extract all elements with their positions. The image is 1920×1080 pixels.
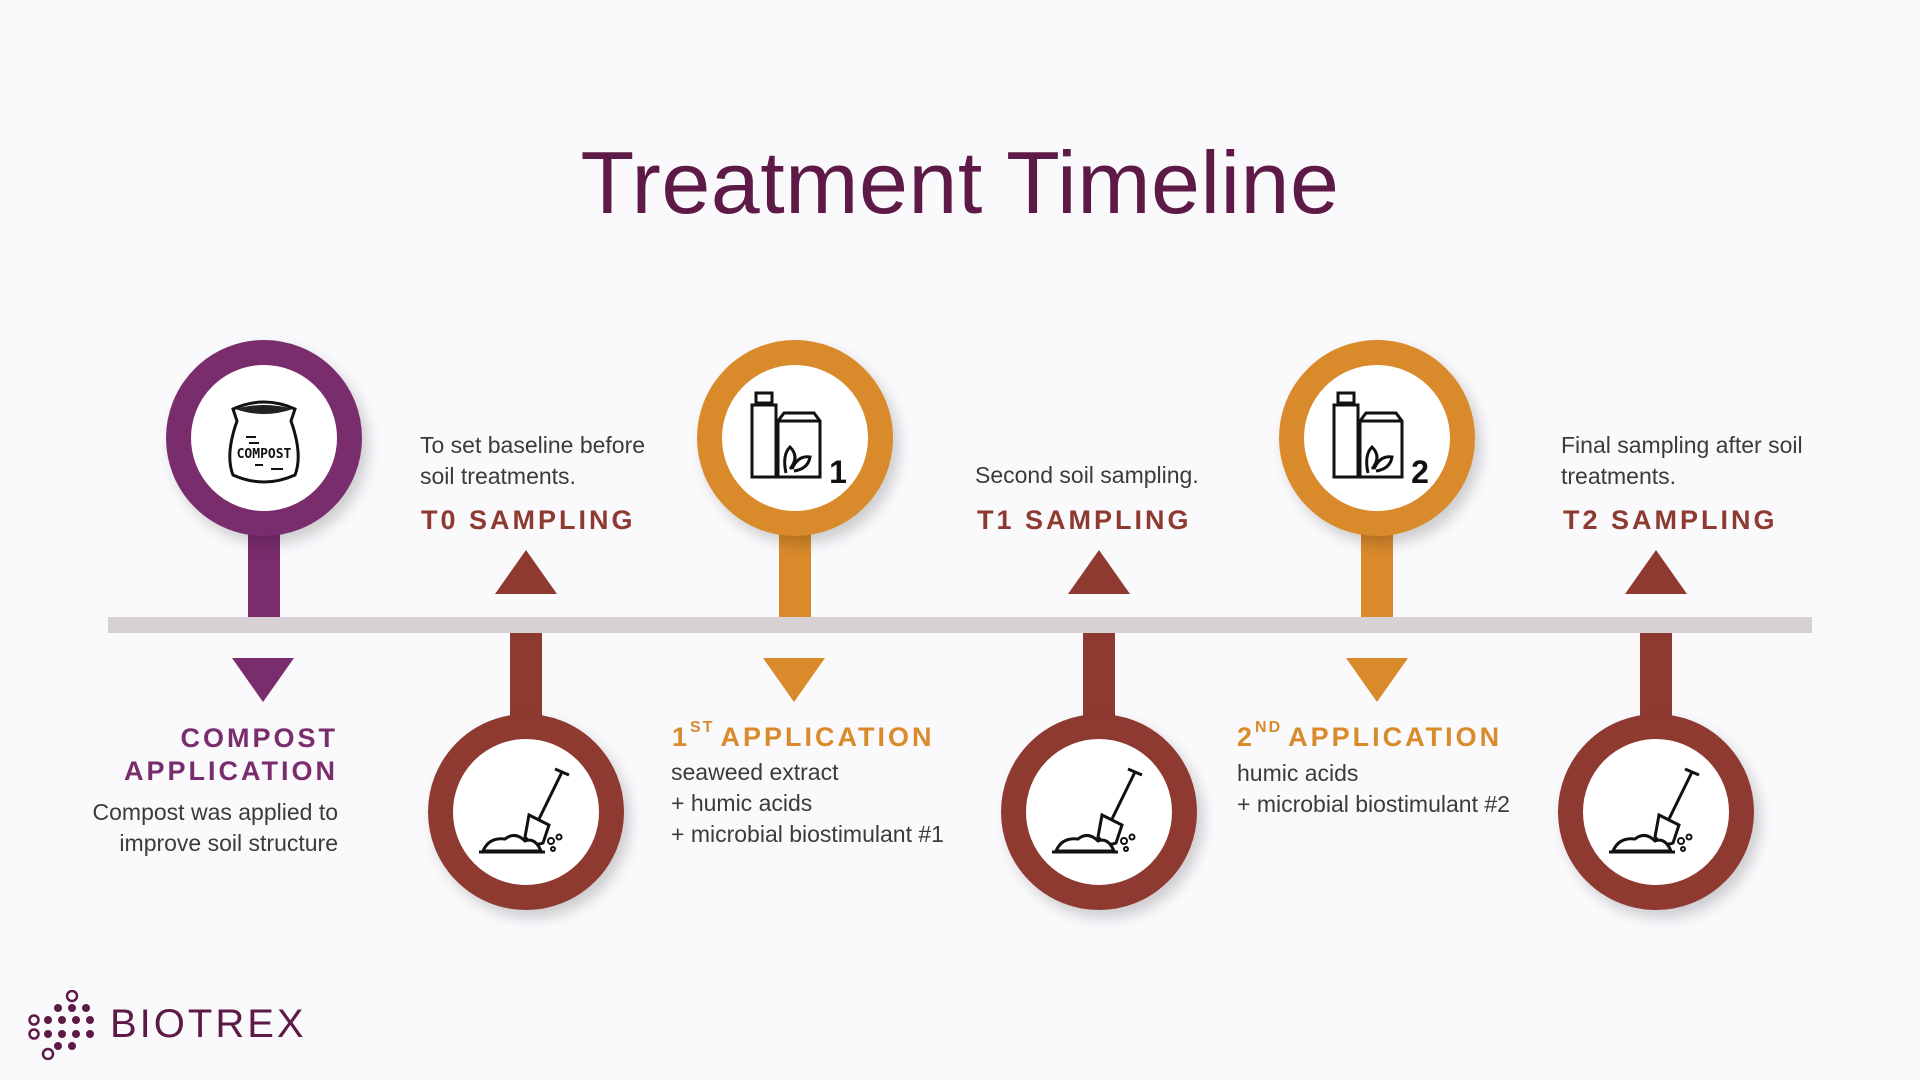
dots-logo-icon: [28, 990, 94, 1060]
app2-heading-suffix: ND: [1255, 719, 1283, 736]
compost-desc-line-1: Compost was applied to: [92, 799, 338, 825]
app1-desc-line-2: + humic acids: [671, 790, 813, 816]
shovel-icon: [1609, 767, 1700, 854]
t2-arrow: [1625, 550, 1687, 594]
t1-description: Second soil sampling.: [975, 460, 1199, 491]
t1-heading: T1 SAMPLING: [977, 505, 1192, 535]
t0-heading: T0 SAMPLING: [421, 505, 636, 535]
t1-node: [1001, 714, 1197, 910]
t2-description: Final sampling after soil treatments.: [1561, 430, 1803, 492]
app1-heading-suffix: ST: [690, 719, 715, 736]
shovel-icon: [1052, 767, 1143, 854]
compost-bag-label: COMPOST: [237, 447, 292, 462]
t1-arrow: [1068, 550, 1130, 594]
compost-description: Compost was applied to improve soil stru…: [93, 797, 338, 859]
compost-node: COMPOST: [166, 340, 362, 536]
biostimulant-bottles-icon: 2: [1332, 391, 1429, 490]
app1-node: 1: [697, 340, 893, 536]
t2-desc-line-2: treatments.: [1561, 463, 1677, 489]
compost-heading: COMPOST APPLICATION: [124, 722, 338, 788]
app2-node: 2: [1279, 340, 1475, 536]
t0-node: [428, 714, 624, 910]
app2-heading-text: APPLICATION: [1288, 722, 1503, 752]
compost-desc-line-2: improve soil structure: [119, 830, 338, 856]
t2-heading: T2 SAMPLING: [1563, 505, 1778, 535]
compost-arrow: [232, 658, 294, 702]
compost-heading-line-1: COMPOST: [180, 723, 338, 753]
logo-text: BIOTREX: [110, 1002, 307, 1046]
app1-arrow: [763, 658, 825, 702]
t2-desc-line-1: Final sampling after soil: [1561, 432, 1803, 458]
app2-desc-line-1: humic acids: [1237, 760, 1359, 786]
app1-desc-line-3: + microbial biostimulant #1: [671, 821, 944, 847]
app1-description: seaweed extract + humic acids + microbia…: [671, 757, 944, 850]
bottle-number: 2: [1411, 454, 1429, 490]
app1-heading-number: 1: [672, 722, 691, 752]
t2-node: [1558, 714, 1754, 910]
shovel-icon: [479, 767, 570, 854]
app1-heading-text: APPLICATION: [720, 722, 935, 752]
t1-desc-line-1: Second soil sampling.: [975, 462, 1199, 488]
t0-arrow: [495, 550, 557, 594]
app1-heading: 1ST APPLICATION: [672, 719, 935, 753]
app2-desc-line-2: + microbial biostimulant #2: [1237, 791, 1510, 817]
t0-desc-line-2: soil treatments.: [420, 463, 576, 489]
app2-heading: 2ND APPLICATION: [1237, 719, 1503, 753]
biostimulant-bottles-icon: 1: [750, 391, 847, 490]
compost-bag-icon: COMPOST: [228, 400, 300, 484]
app1-desc-line-1: seaweed extract: [671, 759, 839, 785]
app2-description: humic acids + microbial biostimulant #2: [1237, 758, 1510, 820]
page-title: Treatment Timeline: [580, 133, 1340, 232]
timeline-axis: [108, 617, 1812, 633]
bottle-number: 1: [829, 454, 847, 490]
t0-description: To set baseline before soil treatments.: [420, 430, 645, 492]
app2-arrow: [1346, 658, 1408, 702]
app2-heading-number: 2: [1237, 722, 1256, 752]
t0-desc-line-1: To set baseline before: [420, 432, 646, 458]
compost-heading-line-2: APPLICATION: [124, 756, 338, 786]
